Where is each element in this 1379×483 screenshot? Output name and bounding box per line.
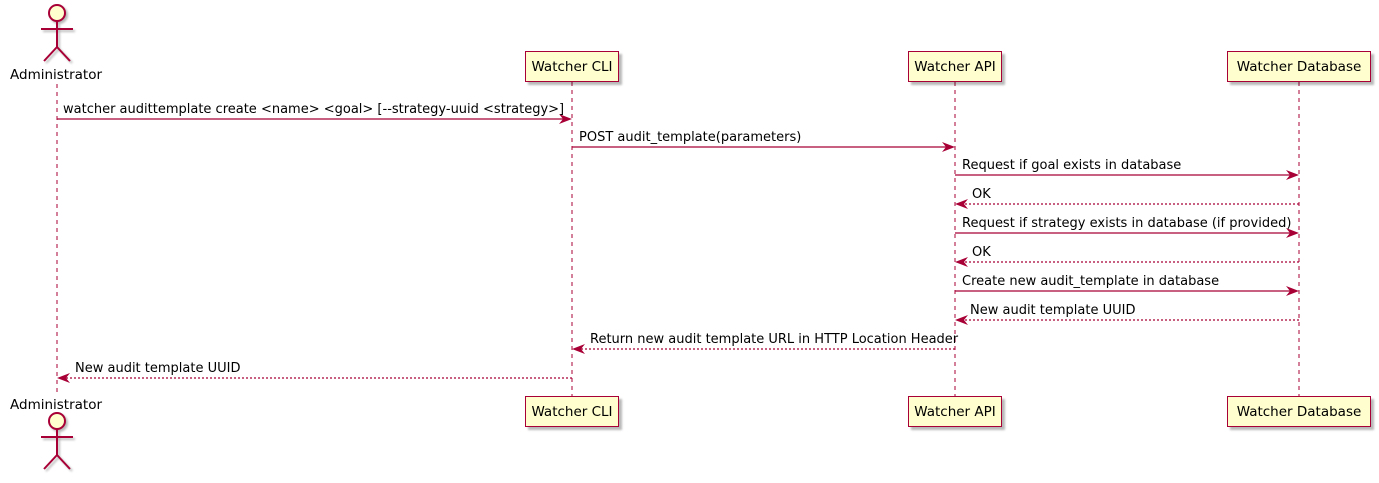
message-9-label: Return new audit template URL in HTTP Lo… — [590, 332, 959, 347]
message-1-arrow — [57, 114, 572, 124]
message-4-arrow — [955, 199, 1299, 209]
participant-box-watcher-database-top: Watcher Database — [1227, 51, 1371, 82]
lifelines — [56, 82, 1300, 396]
message-8-label: New audit template UUID — [970, 303, 1136, 318]
message-1-label: watcher audittemplate create <name> <goa… — [63, 102, 565, 117]
message-3-label: Request if goal exists in database — [962, 158, 1182, 173]
administrator-actor-icon-top — [41, 4, 73, 62]
message-6-label: OK — [972, 245, 991, 260]
message-arrows — [57, 114, 1299, 383]
participant-box-watcher-database-bottom: Watcher Database — [1227, 396, 1371, 427]
message-2-arrow — [572, 142, 955, 152]
message-3-arrow — [955, 170, 1299, 180]
message-6-arrow — [955, 257, 1299, 267]
participant-box-watcher-api-top: Watcher API — [908, 51, 1002, 82]
participant-box-watcher-api-bottom: Watcher API — [908, 396, 1002, 427]
message-5-label: Request if strategy exists in database (… — [962, 216, 1292, 231]
message-10-label: New audit template UUID — [75, 361, 241, 376]
message-7-label: Create new audit_template in database — [962, 274, 1220, 289]
administrator-label-bottom: Administrator — [10, 397, 103, 413]
participant-box-watcher-cli-top: Watcher CLI — [525, 51, 619, 82]
message-7-arrow — [955, 286, 1299, 296]
message-2-label: POST audit_template(parameters) — [579, 130, 802, 145]
message-8-arrow — [955, 315, 1299, 325]
administrator-actor-icon-bottom — [41, 412, 73, 470]
participant-box-watcher-cli-bottom: Watcher CLI — [525, 396, 619, 427]
message-4-label: OK — [972, 187, 991, 202]
message-5-arrow — [955, 228, 1299, 238]
message-9-arrow — [572, 344, 955, 354]
message-10-arrow — [57, 373, 572, 383]
administrator-label-top: Administrator — [10, 67, 103, 83]
